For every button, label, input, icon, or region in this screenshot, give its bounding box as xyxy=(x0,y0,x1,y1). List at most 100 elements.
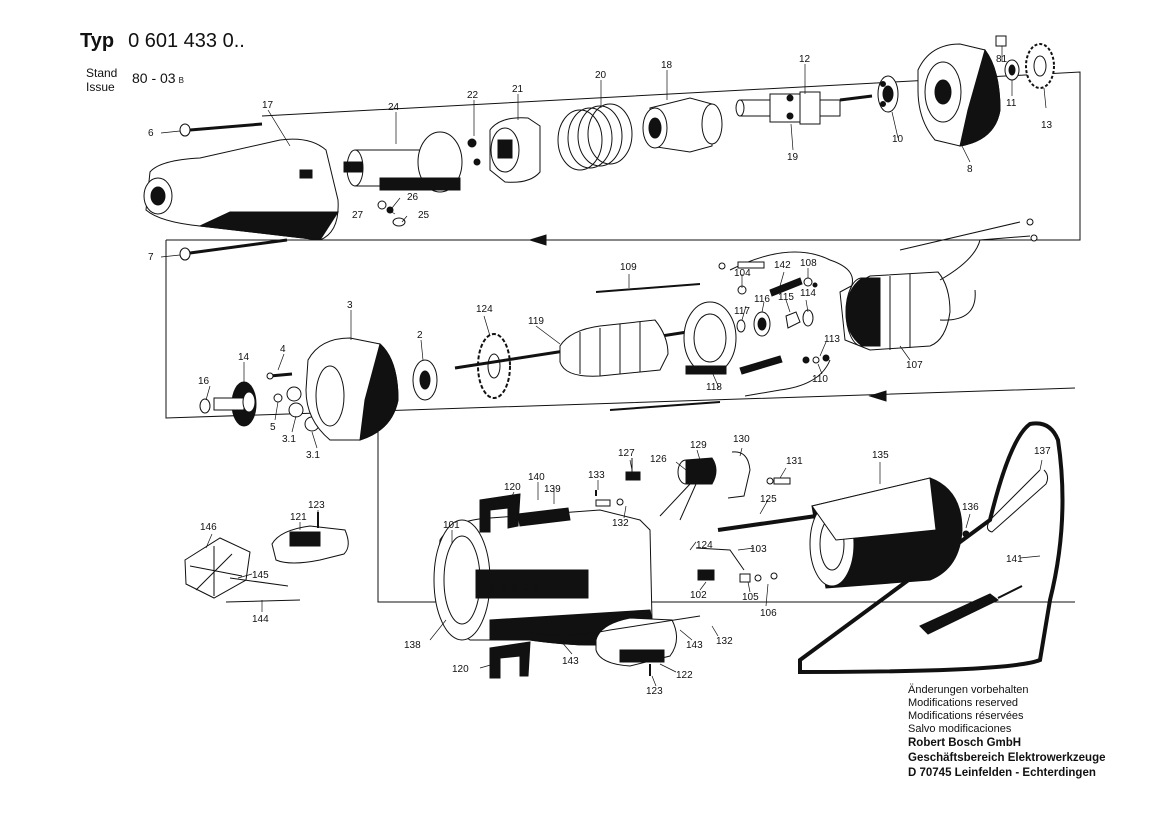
part-146-switch xyxy=(184,537,251,599)
callout-16: 16 xyxy=(198,376,210,387)
part-145-wire xyxy=(229,577,289,587)
callout-17: 17 xyxy=(262,100,274,111)
callout-135: 135 xyxy=(872,450,889,461)
part-115-brush-holder xyxy=(785,311,801,329)
row3-bounding-line xyxy=(377,430,1075,603)
callout-123-b: 123 xyxy=(646,686,663,697)
callout-146: 146 xyxy=(200,522,217,533)
callout-20: 20 xyxy=(595,70,607,81)
callout-137: 137 xyxy=(1034,446,1051,457)
terminal-1 xyxy=(1026,218,1034,226)
callout-115: 115 xyxy=(778,292,794,303)
part-109-rod xyxy=(595,283,701,293)
part-16-washer xyxy=(199,398,211,414)
callout-133: 133 xyxy=(588,470,605,481)
part-81-nut xyxy=(995,35,1007,47)
callout-10: 10 xyxy=(892,134,904,145)
callout-7: 7 xyxy=(148,252,154,263)
callout-110: 110 xyxy=(812,374,828,385)
callout-116: 116 xyxy=(754,294,770,305)
notes-block: Änderungen vorbehalten Modifications res… xyxy=(908,684,1106,781)
callout-125: 125 xyxy=(760,494,777,505)
part-122-handle-cover xyxy=(595,617,677,667)
part-117-washer xyxy=(736,319,746,333)
part-125-cable xyxy=(717,512,831,532)
part-116-bearing xyxy=(753,311,771,337)
company-division: Geschäftsbereich Elektrowerkzeuge xyxy=(908,752,1106,764)
part-20-spring xyxy=(557,103,633,171)
part-14-gear xyxy=(213,381,257,427)
issue-label: Issue xyxy=(86,80,115,94)
part-22-ball-2 xyxy=(473,158,481,166)
callout-22: 22 xyxy=(467,90,479,101)
part-3-1-nut-a xyxy=(286,386,304,418)
callout-108: 108 xyxy=(800,258,817,269)
stand-suffix: B xyxy=(178,76,184,85)
callout-117: 117 xyxy=(734,306,750,317)
row2-arrow-left xyxy=(868,390,887,402)
callout-12: 12 xyxy=(799,54,811,65)
part-107-field xyxy=(839,271,951,351)
field-wiring xyxy=(729,221,1031,397)
callout-132-b: 132 xyxy=(716,636,733,647)
callout-114: 114 xyxy=(800,288,816,299)
part-4-screw xyxy=(266,372,293,380)
callout-143-a: 143 xyxy=(562,656,579,667)
callout-19: 19 xyxy=(787,152,799,163)
callout-139: 139 xyxy=(544,484,561,495)
part-113-110-nuts xyxy=(802,354,830,364)
part-129-capacitor xyxy=(659,457,717,521)
part-103-wire xyxy=(695,547,745,571)
row2-bounding-line xyxy=(165,240,1076,419)
part-26-pin xyxy=(377,200,406,227)
part-11-sleeve xyxy=(1004,59,1020,81)
part-120-clip-upper xyxy=(479,493,521,533)
callout-140: 140 xyxy=(528,472,545,483)
callout-131: 131 xyxy=(786,456,803,467)
leader-lines xyxy=(160,46,1047,687)
callout-21: 21 xyxy=(512,84,524,95)
callout-109: 109 xyxy=(620,262,637,273)
part-118-baffle xyxy=(683,301,737,375)
callout-11: 11 xyxy=(1006,98,1017,109)
part-24-spindle xyxy=(343,131,463,193)
part-133-screws xyxy=(595,490,624,507)
part-121-switch-cover xyxy=(271,525,349,564)
callout-132-a: 132 xyxy=(612,518,629,529)
part-2-bearing xyxy=(412,359,438,401)
callout-145: 145 xyxy=(252,570,269,581)
callout-142: 142 xyxy=(774,260,791,271)
callout-120-a: 120 xyxy=(504,482,521,493)
company-address: D 70745 Leinfelden - Echterdingen xyxy=(908,767,1096,779)
part-119-armature xyxy=(454,319,701,377)
callout-14: 14 xyxy=(238,352,250,363)
callout-129: 129 xyxy=(690,440,707,451)
part-5-washer xyxy=(273,393,283,403)
part-108-terminal xyxy=(803,277,818,288)
callout-8: 8 xyxy=(967,164,973,175)
callout-118: 118 xyxy=(706,382,722,393)
callout-105: 105 xyxy=(742,592,759,603)
callout-3-1-a: 3.1 xyxy=(282,434,296,445)
part-7-screw xyxy=(179,238,288,261)
part-109-rod-lower xyxy=(609,401,721,411)
callout-120-b: 120 xyxy=(452,664,469,675)
callout-141: 141 xyxy=(1006,554,1023,565)
callout-138-a: 138 xyxy=(404,640,421,651)
part-3-bearing-shield xyxy=(305,337,399,441)
plug-pins xyxy=(997,585,1023,599)
part-10-bearing xyxy=(877,75,899,113)
part-135-sleeve xyxy=(809,477,963,589)
callout-123-a: 123 xyxy=(308,500,325,511)
callout-101: 101 xyxy=(443,520,460,531)
callout-126: 126 xyxy=(650,454,667,465)
part-144-wire xyxy=(225,599,301,603)
part-22-ball xyxy=(467,138,477,148)
part-114-washer xyxy=(802,309,814,327)
part-143-wire xyxy=(529,615,701,637)
callout-121: 121 xyxy=(290,512,307,523)
part-139-switch xyxy=(517,507,571,527)
